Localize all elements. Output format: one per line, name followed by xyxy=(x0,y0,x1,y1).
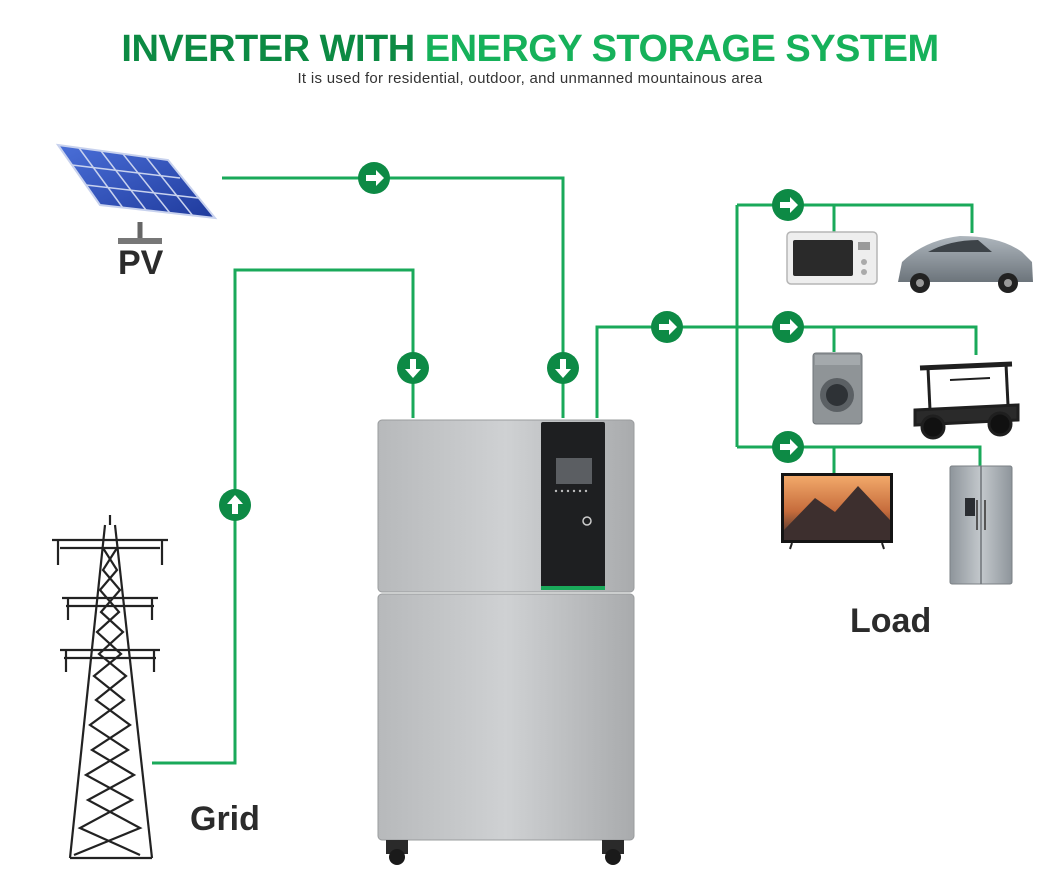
pv-label: PV xyxy=(118,244,164,282)
load-branch-bottom-fridge xyxy=(834,445,982,466)
washing-machine-icon xyxy=(812,352,863,425)
inverter-to-load-line xyxy=(595,325,737,418)
grid-label: Grid xyxy=(190,800,260,838)
pv-to-inverter-line xyxy=(222,176,565,418)
page-title: INVERTER WITH ENERGY STORAGE SYSTEM xyxy=(121,28,939,70)
load-branch-top-car xyxy=(834,203,974,233)
arrow-right-icon xyxy=(651,311,683,343)
grid-to-inverter-line xyxy=(152,268,415,765)
car-icon xyxy=(898,236,1033,293)
arrow-right-icon xyxy=(772,431,804,463)
load-branch-middle-cart xyxy=(834,325,978,355)
page-subtitle: It is used for residential, outdoor, and… xyxy=(297,70,763,87)
arrow-right-icon xyxy=(772,189,804,221)
arrow-up-icon xyxy=(219,489,251,521)
inverter-battery-cabinet xyxy=(377,419,635,865)
arrow-right-icon xyxy=(358,162,390,194)
solar-panel-icon xyxy=(55,143,218,244)
load-label: Load xyxy=(850,602,932,640)
refrigerator-icon xyxy=(949,465,1013,585)
arrow-down-icon xyxy=(397,352,429,384)
microwave-icon xyxy=(786,231,878,285)
flow-lines xyxy=(152,176,982,765)
arrow-down-icon xyxy=(547,352,579,384)
tv-icon xyxy=(781,473,893,550)
arrow-right-icon xyxy=(772,311,804,343)
golf-cart-icon xyxy=(913,361,1020,440)
power-tower-icon xyxy=(52,515,168,860)
